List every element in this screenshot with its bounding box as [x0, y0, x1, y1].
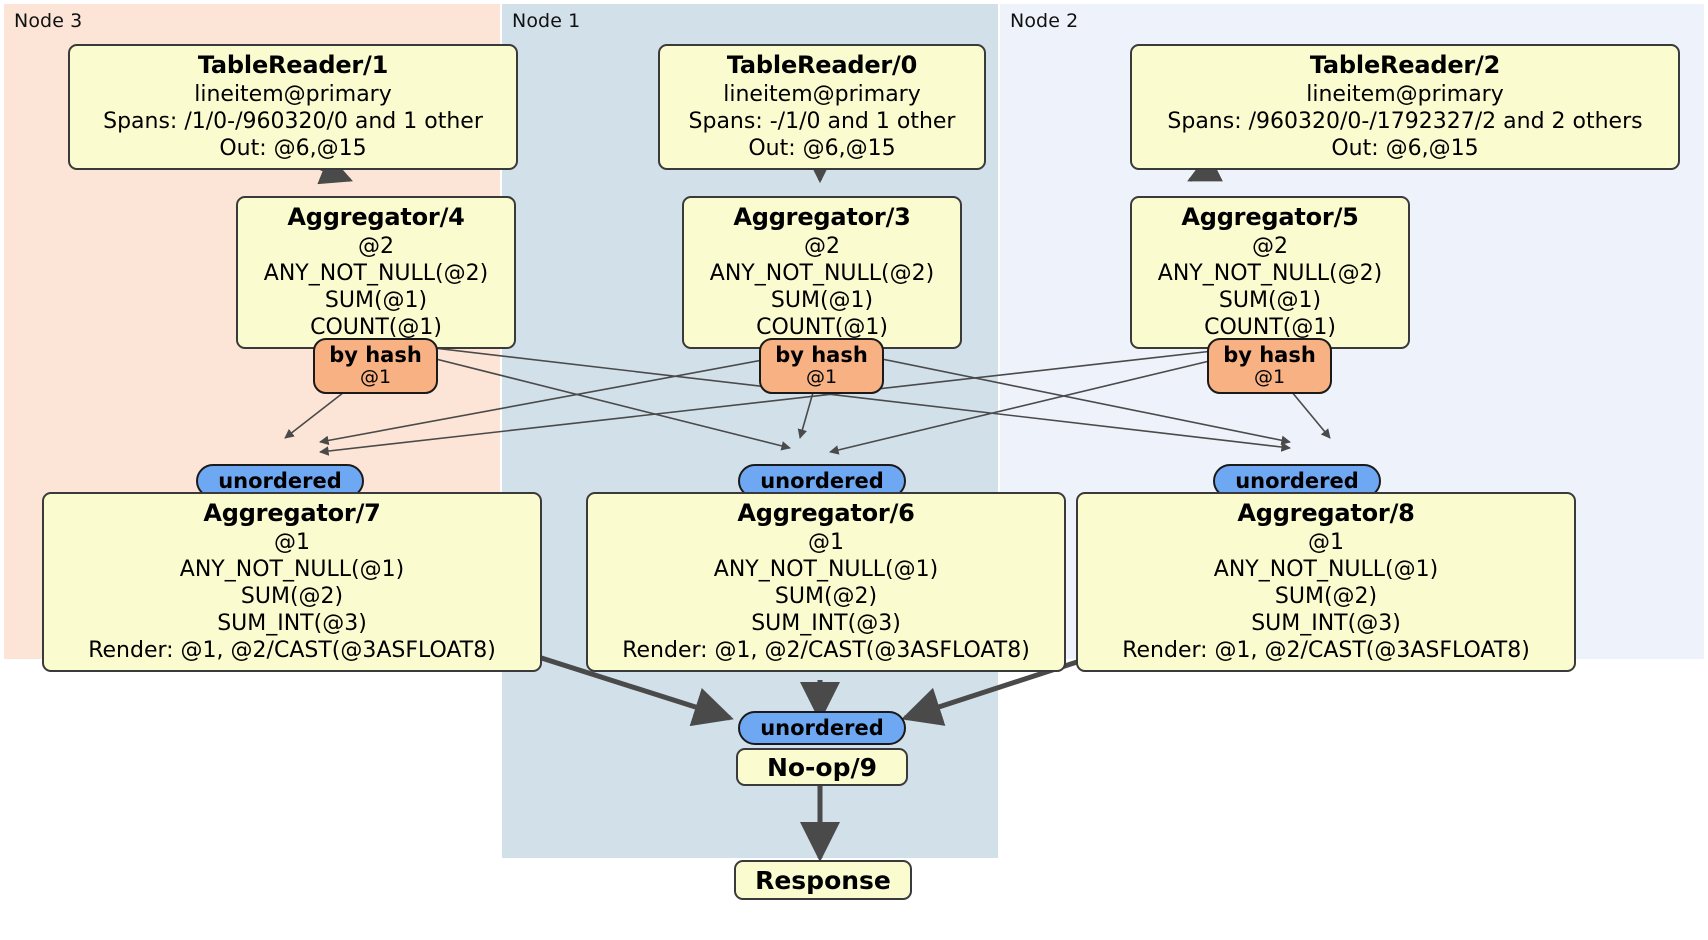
- table-reader-node[interactable]: TableReader/1 lineitem@primary Spans: /1…: [68, 44, 518, 170]
- aggregator-node[interactable]: Aggregator/5 @2 ANY_NOT_NULL(@2) SUM(@1)…: [1130, 196, 1410, 349]
- node-title: Aggregator/6: [737, 499, 915, 527]
- table-reader-node[interactable]: TableReader/0 lineitem@primary Spans: -/…: [658, 44, 986, 170]
- hash-router-label: by hash: [775, 343, 868, 367]
- node-agg: COUNT(@1): [1204, 314, 1336, 340]
- node-out: Out: @6,@15: [748, 135, 896, 161]
- aggregator-node[interactable]: Aggregator/4 @2 ANY_NOT_NULL(@2) SUM(@1)…: [236, 196, 516, 349]
- node-title: Aggregator/4: [287, 203, 465, 231]
- node-spans: Spans: -/1/0 and 1 other: [688, 108, 956, 134]
- node-out: Out: @6,@15: [219, 135, 367, 161]
- node-agg: ANY_NOT_NULL(@1): [179, 556, 405, 582]
- table-reader-node[interactable]: TableReader/2 lineitem@primary Spans: /9…: [1130, 44, 1680, 170]
- node-group: @1: [808, 529, 844, 555]
- hash-router[interactable]: by hash @1: [759, 338, 884, 394]
- node-title: Aggregator/5: [1181, 203, 1359, 231]
- aggregator-node[interactable]: Aggregator/8 @1 ANY_NOT_NULL(@1) SUM(@2)…: [1076, 492, 1576, 672]
- hash-router[interactable]: by hash @1: [313, 338, 438, 394]
- node-table: lineitem@primary: [723, 81, 921, 107]
- panel-node-3-label: Node 3: [14, 10, 83, 32]
- node-agg: SUM(@2): [774, 583, 878, 609]
- node-group: @2: [804, 233, 840, 259]
- node-render: Render: @1, @2/CAST(@3ASFLOAT8): [622, 637, 1030, 663]
- node-spans: Spans: /960320/0-/1792327/2 and 2 others: [1167, 108, 1643, 134]
- panel-node-1-label: Node 1: [512, 10, 581, 32]
- node-title: Aggregator/3: [733, 203, 911, 231]
- hash-router-key: @1: [805, 366, 838, 389]
- node-table: lineitem@primary: [1306, 81, 1504, 107]
- node-group: @1: [274, 529, 310, 555]
- hash-router-key: @1: [1253, 366, 1286, 389]
- node-group: @2: [1252, 233, 1288, 259]
- hash-router[interactable]: by hash @1: [1207, 338, 1332, 394]
- final-unordered-synchronizer[interactable]: unordered: [738, 711, 906, 745]
- node-agg: SUM(@1): [770, 287, 874, 313]
- node-agg: SUM(@1): [324, 287, 428, 313]
- node-group: @1: [1308, 529, 1344, 555]
- response-node[interactable]: Response: [734, 860, 912, 900]
- node-agg: SUM(@2): [1274, 583, 1378, 609]
- node-title: Aggregator/7: [203, 499, 381, 527]
- hash-router-key: @1: [359, 366, 392, 389]
- node-agg: SUM(@2): [240, 583, 344, 609]
- aggregator-node[interactable]: Aggregator/3 @2 ANY_NOT_NULL(@2) SUM(@1)…: [682, 196, 962, 349]
- node-render: Render: @1, @2/CAST(@3ASFLOAT8): [1122, 637, 1530, 663]
- node-out: Out: @6,@15: [1331, 135, 1479, 161]
- node-title: Aggregator/8: [1237, 499, 1415, 527]
- node-agg: ANY_NOT_NULL(@1): [1213, 556, 1439, 582]
- node-spans: Spans: /1/0-/960320/0 and 1 other: [103, 108, 483, 134]
- node-agg: ANY_NOT_NULL(@2): [263, 260, 489, 286]
- hash-router-label: by hash: [1223, 343, 1316, 367]
- node-render: Render: @1, @2/CAST(@3ASFLOAT8): [88, 637, 496, 663]
- node-agg: ANY_NOT_NULL(@1): [713, 556, 939, 582]
- hash-router-label: by hash: [329, 343, 422, 367]
- node-agg: SUM_INT(@3): [217, 610, 367, 636]
- node-agg: COUNT(@1): [310, 314, 442, 340]
- node-title: TableReader/2: [1309, 51, 1501, 79]
- node-title: TableReader/1: [197, 51, 389, 79]
- node-title: TableReader/0: [726, 51, 918, 79]
- panel-node-2-label: Node 2: [1010, 10, 1079, 32]
- node-agg: ANY_NOT_NULL(@2): [1157, 260, 1383, 286]
- node-agg: ANY_NOT_NULL(@2): [709, 260, 935, 286]
- no-op-node[interactable]: No-op/9: [736, 748, 908, 786]
- node-group: @2: [358, 233, 394, 259]
- node-agg: COUNT(@1): [756, 314, 888, 340]
- node-table: lineitem@primary: [194, 81, 392, 107]
- node-agg: SUM_INT(@3): [751, 610, 901, 636]
- aggregator-node[interactable]: Aggregator/7 @1 ANY_NOT_NULL(@1) SUM(@2)…: [42, 492, 542, 672]
- aggregator-node[interactable]: Aggregator/6 @1 ANY_NOT_NULL(@1) SUM(@2)…: [586, 492, 1066, 672]
- node-agg: SUM(@1): [1218, 287, 1322, 313]
- node-agg: SUM_INT(@3): [1251, 610, 1401, 636]
